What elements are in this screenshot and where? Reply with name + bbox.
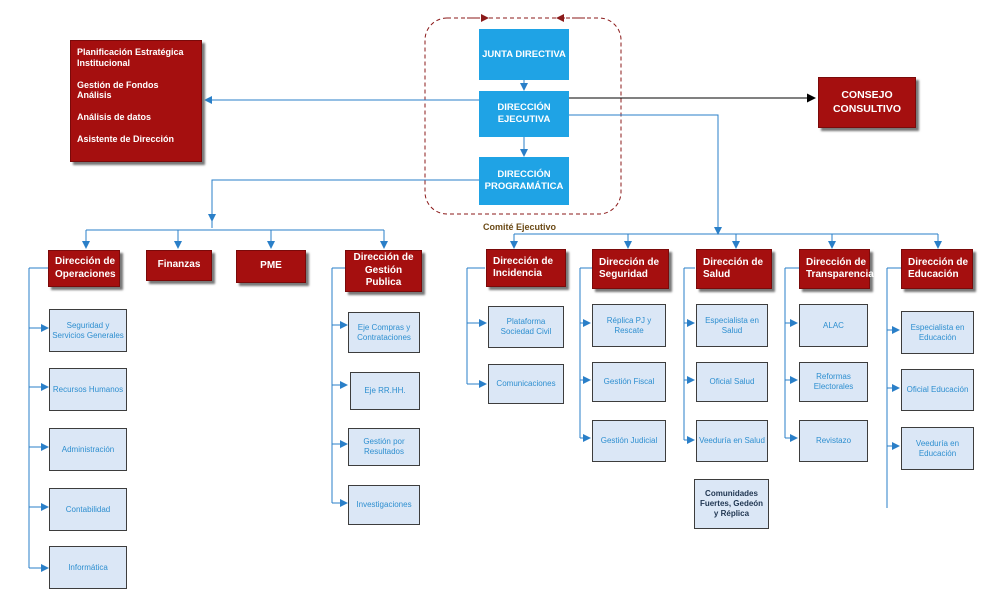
seguridad-sub-1-label: Gestión Fiscal [603,377,655,386]
gestion-publica-sub-2[interactable]: Gestión por Resultados [348,428,420,466]
gestion-publica-sub-2-label: Gestión por Resultados [363,437,405,456]
operaciones-sub-1-label: Recursos Humanos [52,384,124,394]
direccion-seguridad-box[interactable]: Dirección de Seguridad [592,249,669,289]
staff-item-asistente: Asistente de Dirección [77,133,175,144]
incidencia-sub-0-label: Plataforma Sociedad Civil [500,317,552,336]
salud-sub-0[interactable]: Especialista en Salud [696,304,768,347]
transparencia-sub-0[interactable]: ALAC [799,304,868,347]
direccion-salud-box[interactable]: Dirección de Salud [696,249,772,289]
gestion-publica-sub-3-label: Investigaciones [356,500,412,509]
direccion-educacion-box[interactable]: Dirección de Educación [901,249,973,289]
direccion-ejecutiva-box[interactable]: DIRECCIÓN EJECUTIVA [479,91,569,137]
junta-directiva-box[interactable]: JUNTA DIRECTIVA [479,29,569,80]
direccion-gestion-publica-label: Dirección de Gestión Publica [353,252,414,289]
salud-sub-0-label: Especialista en Salud [705,315,759,335]
staff-item-analisis-datos: Análisis de datos [77,112,152,123]
staff-item-gestion-fondos: Gestión de Fondos Análisis [77,79,159,101]
seguridad-sub-2[interactable]: Gestión Judicial [592,420,666,462]
direccion-incidencia-label: Dirección de Incidencia [493,255,554,280]
direccion-gestion-publica-box[interactable]: Dirección de Gestión Publica [345,250,422,292]
comite-ejecutivo-boundary [424,17,622,215]
direccion-ejecutiva-label: DIRECCIÓN EJECUTIVA [497,102,551,125]
transparencia-sub-2[interactable]: Revistazo [799,420,868,462]
operaciones-sub-0[interactable]: Seguridad y Servicios Generales [49,309,127,352]
salud-sub-1-label: Oficial Salud [709,377,755,386]
operaciones-sub-1[interactable]: Recursos Humanos [49,368,127,411]
junta-directiva-label: JUNTA DIRECTIVA [482,48,566,60]
operaciones-sub-0-label: Seguridad y Servicios Generales [52,320,124,340]
gestion-publica-sub-0-label: Eje Compras y Contrataciones [357,322,411,342]
educacion-sub-2[interactable]: Veeduría en Educación [901,427,974,470]
direccion-programatica-box[interactable]: DIRECCIÓN PROGRAMÁTICA [479,157,569,205]
incidencia-sub-0[interactable]: Plataforma Sociedad Civil [488,306,564,348]
staff-item-planificacion: Planificación Estratégica Institucional [77,47,184,68]
operaciones-sub-2[interactable]: Administración [49,428,127,471]
direccion-operaciones-label: Dirección de Operaciones [55,256,116,280]
gestion-publica-sub-0[interactable]: Eje Compras y Contrataciones [348,312,420,353]
gestion-publica-sub-1-label: Eje RR.HH. [364,386,406,395]
seguridad-sub-2-label: Gestión Judicial [600,436,658,445]
transparencia-sub-0-label: ALAC [823,320,844,330]
finanzas-box[interactable]: Finanzas [146,250,212,281]
finanzas-label: Finanzas [157,259,201,271]
direccion-transparencia-box[interactable]: Dirección de Transparencia [799,249,874,289]
gestion-publica-sub-1[interactable]: Eje RR.HH. [350,372,420,410]
transparencia-sub-2-label: Revistazo [815,436,852,445]
salud-sub-1[interactable]: Oficial Salud [696,362,768,402]
consejo-consultivo-label: CONSEJO CONSULTIVO [832,89,902,115]
operaciones-sub-2-label: Administración [61,444,115,454]
gestion-publica-sub-3[interactable]: Investigaciones [348,485,420,525]
seguridad-sub-1[interactable]: Gestión Fiscal [592,362,666,402]
consejo-consultivo-box[interactable]: CONSEJO CONSULTIVO [818,77,916,128]
direccion-programatica-label: DIRECCIÓN PROGRAMÁTICA [484,169,564,192]
salud-extra-label: Comunidades Fuertes, Gedeón y Réplica [699,489,764,518]
direccion-incidencia-box[interactable]: Dirección de Incidencia [486,249,566,287]
educacion-sub-1-label: Oficial Educación [906,385,969,394]
salud-sub-2-label: Veeduría en Salud [699,436,765,445]
operaciones-sub-3-label: Contabilidad [65,504,111,514]
seguridad-sub-0-label: Réplica PJ y Rescate [606,315,652,335]
operaciones-sub-4[interactable]: Informática [49,546,127,589]
pme-box[interactable]: PME [236,250,306,283]
direccion-educacion-label: Dirección de Educación [908,256,969,281]
educacion-sub-1[interactable]: Oficial Educación [901,369,974,411]
salud-sub-2[interactable]: Veeduría en Salud [696,420,768,462]
direccion-operaciones-box[interactable]: Dirección de Operaciones [48,250,120,287]
educacion-sub-0-label: Especialista en Educación [910,322,965,342]
educacion-sub-0[interactable]: Especialista en Educación [901,311,974,354]
incidencia-sub-1-label: Comunicaciones [496,379,556,388]
salud-extra-box[interactable]: Comunidades Fuertes, Gedeón y Réplica [694,479,769,529]
educacion-sub-2-label: Veeduría en Educación [915,438,960,458]
operaciones-sub-4-label: Informática [68,562,108,572]
pme-label: PME [260,260,282,272]
comite-ejecutivo-label: Comité Ejecutivo [483,222,557,232]
direccion-seguridad-label: Dirección de Seguridad [599,256,660,281]
direccion-transparencia-label: Dirección de Transparencia [806,256,874,281]
seguridad-sub-0[interactable]: Réplica PJ y Rescate [592,304,666,347]
transparencia-sub-1-label: Reformas Electorales [813,372,854,391]
incidencia-sub-1[interactable]: Comunicaciones [488,364,564,404]
transparencia-sub-1[interactable]: Reformas Electorales [799,362,868,402]
direccion-salud-label: Dirección de Salud [703,256,764,281]
staff-box[interactable]: Planificación Estratégica Institucional … [70,40,202,162]
operaciones-sub-3[interactable]: Contabilidad [49,488,127,531]
